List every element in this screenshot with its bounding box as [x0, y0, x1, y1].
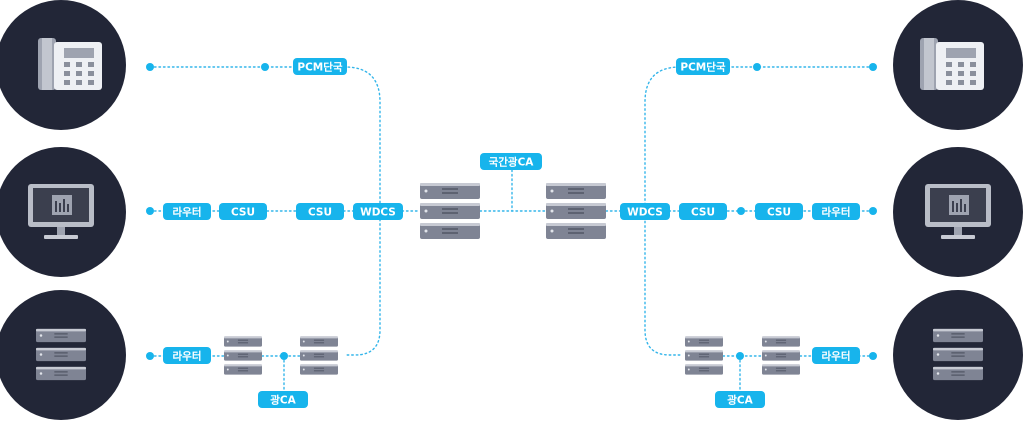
- connection-dots: [146, 63, 877, 360]
- svg-text:PCM단국: PCM단국: [680, 61, 726, 74]
- bottom-right-server-2: [762, 336, 800, 375]
- label-csu-right-2: CSU: [755, 203, 803, 220]
- svg-text:국간광CA: 국간광CA: [489, 156, 535, 169]
- svg-text:광CA: 광CA: [270, 395, 296, 407]
- connections: [149, 66, 874, 400]
- svg-text:CSU: CSU: [691, 207, 715, 219]
- endpoint-left-phone: [0, 0, 126, 130]
- svg-text:광CA: 광CA: [727, 395, 753, 407]
- endpoint-left-server: [0, 290, 126, 420]
- endpoint-right-phone: [893, 0, 1023, 130]
- bottom-left-server-2: [300, 336, 338, 375]
- svg-text:CSU: CSU: [308, 207, 332, 219]
- server-icon: [36, 328, 86, 381]
- svg-text:라우터: 라우터: [173, 206, 202, 219]
- label-router-left-1: 라우터: [163, 203, 211, 220]
- label-backbone: 국간광CA: [480, 153, 542, 170]
- label-router-right-1: 라우터: [812, 203, 860, 220]
- label-router-left-2: 라우터: [163, 347, 211, 364]
- center-server-left: [420, 183, 480, 239]
- svg-text:WDCS: WDCS: [360, 207, 396, 219]
- label-wdcs-right: WDCS: [620, 203, 670, 220]
- server-icon: [933, 328, 983, 381]
- endpoint-right-server: [893, 290, 1023, 420]
- label-csu-left-2: CSU: [296, 203, 344, 220]
- phone-icon: [38, 38, 102, 90]
- phone-icon: [920, 38, 984, 90]
- label-optical-left: 광CA: [258, 391, 308, 408]
- svg-text:라우터: 라우터: [173, 350, 202, 363]
- endpoint-right-monitor: [893, 147, 1023, 277]
- label-pcm-right: PCM단국: [676, 58, 730, 75]
- bottom-left-server-1: [224, 336, 262, 375]
- label-csu-right-1: CSU: [679, 203, 727, 220]
- svg-text:WDCS: WDCS: [627, 207, 663, 219]
- bottom-right-server-1: [685, 336, 723, 375]
- endpoint-left-monitor: [0, 147, 126, 277]
- label-pcm-left: PCM단국: [293, 58, 347, 75]
- label-optical-right: 광CA: [715, 391, 765, 408]
- svg-text:PCM단국: PCM단국: [297, 61, 343, 74]
- svg-text:CSU: CSU: [767, 207, 791, 219]
- center-server-right: [546, 183, 606, 239]
- label-csu-left-1: CSU: [219, 203, 267, 220]
- monitor-icon: [28, 184, 94, 239]
- monitor-icon: [925, 184, 991, 239]
- svg-text:CSU: CSU: [231, 207, 255, 219]
- svg-text:라우터: 라우터: [822, 350, 851, 363]
- label-wdcs-left: WDCS: [353, 203, 403, 220]
- svg-text:라우터: 라우터: [822, 206, 851, 219]
- label-router-right-2: 라우터: [812, 347, 860, 364]
